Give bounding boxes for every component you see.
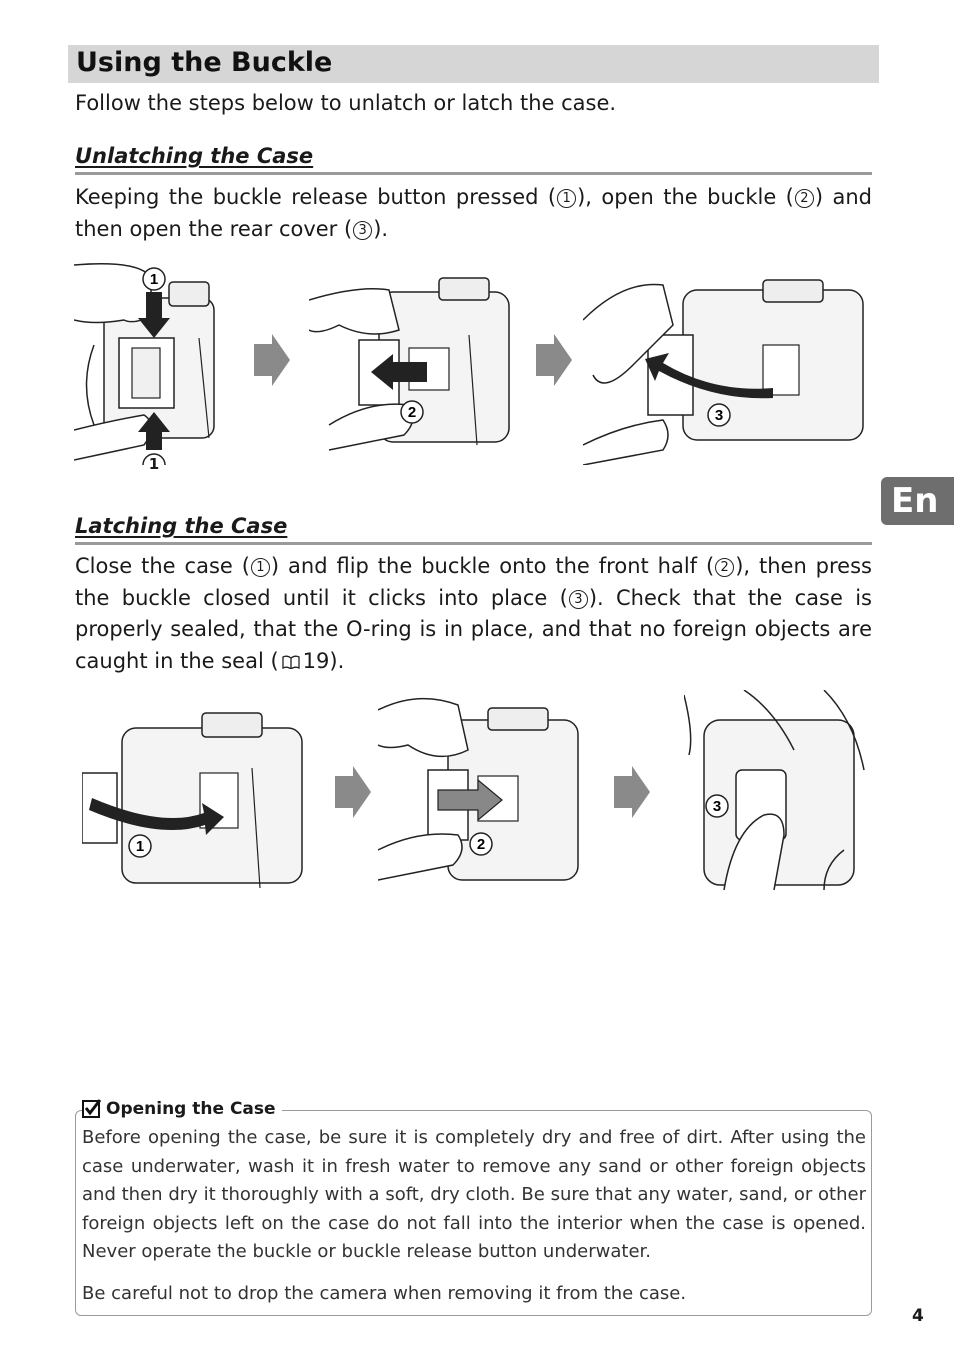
note-paragraph: Be careful not to drop the camera when r… — [82, 1283, 687, 1304]
next-step-arrow-icon — [614, 766, 650, 818]
note-title-label: Opening the Case — [106, 1099, 276, 1119]
latch-step3-illustration: 3 — [684, 690, 865, 891]
latch-step1-illustration: 1 — [82, 712, 303, 889]
step-number: 1 — [557, 189, 577, 208]
unlatch-step2-illustration: 2 — [309, 277, 510, 451]
figure-callout: 1 — [150, 271, 158, 288]
book-icon — [282, 655, 300, 670]
step-number: 1 — [250, 558, 270, 577]
next-step-arrow-icon — [335, 766, 371, 818]
page-reference[interactable]: 19 — [302, 648, 330, 673]
unlatch-heading-label: Unlatching the Case — [75, 144, 314, 168]
unlatch-step3-illustration: 3 — [583, 279, 864, 465]
figure-callout: 3 — [713, 798, 721, 815]
page-number: 4 — [912, 1306, 924, 1326]
step-number: 3 — [353, 220, 373, 240]
latch-instructions: Close the case (1) and flip the buckle o… — [75, 554, 872, 673]
figure-callout: 3 — [715, 407, 723, 424]
unlatch-step1-illustration: 1 — [74, 263, 215, 465]
figure-callout: 2 — [408, 404, 416, 421]
next-step-arrow-icon — [536, 334, 572, 386]
figure-callout: 1 — [148, 455, 160, 473]
step-number: 2 — [715, 558, 735, 577]
unlatch-heading: Unlatching the Case — [75, 142, 872, 175]
latch-heading-label: Latching the Case — [75, 514, 288, 538]
figure-callout: 2 — [477, 836, 485, 853]
step-number: 2 — [794, 189, 814, 208]
note-title: Opening the Case — [82, 1097, 282, 1121]
intro-text: Follow the steps below to unlatch or lat… — [75, 91, 617, 115]
note-box — [75, 1110, 872, 1316]
latch-step2-illustration: 2 — [378, 697, 579, 881]
step-number: 3 — [568, 589, 588, 609]
checkmark-icon — [82, 1099, 102, 1118]
section-title-bar: Using the Buckle — [68, 45, 879, 83]
language-tab: En — [881, 477, 954, 525]
figure-callout: 1 — [136, 838, 144, 855]
unlatch-instructions: Keeping the buckle release button presse… — [75, 185, 873, 241]
page-title: Using the Buckle — [76, 47, 333, 78]
next-step-arrow-icon — [254, 334, 290, 386]
note-paragraph: Before opening the case, be sure it is c… — [82, 1127, 866, 1262]
latch-heading: Latching the Case — [75, 512, 872, 545]
